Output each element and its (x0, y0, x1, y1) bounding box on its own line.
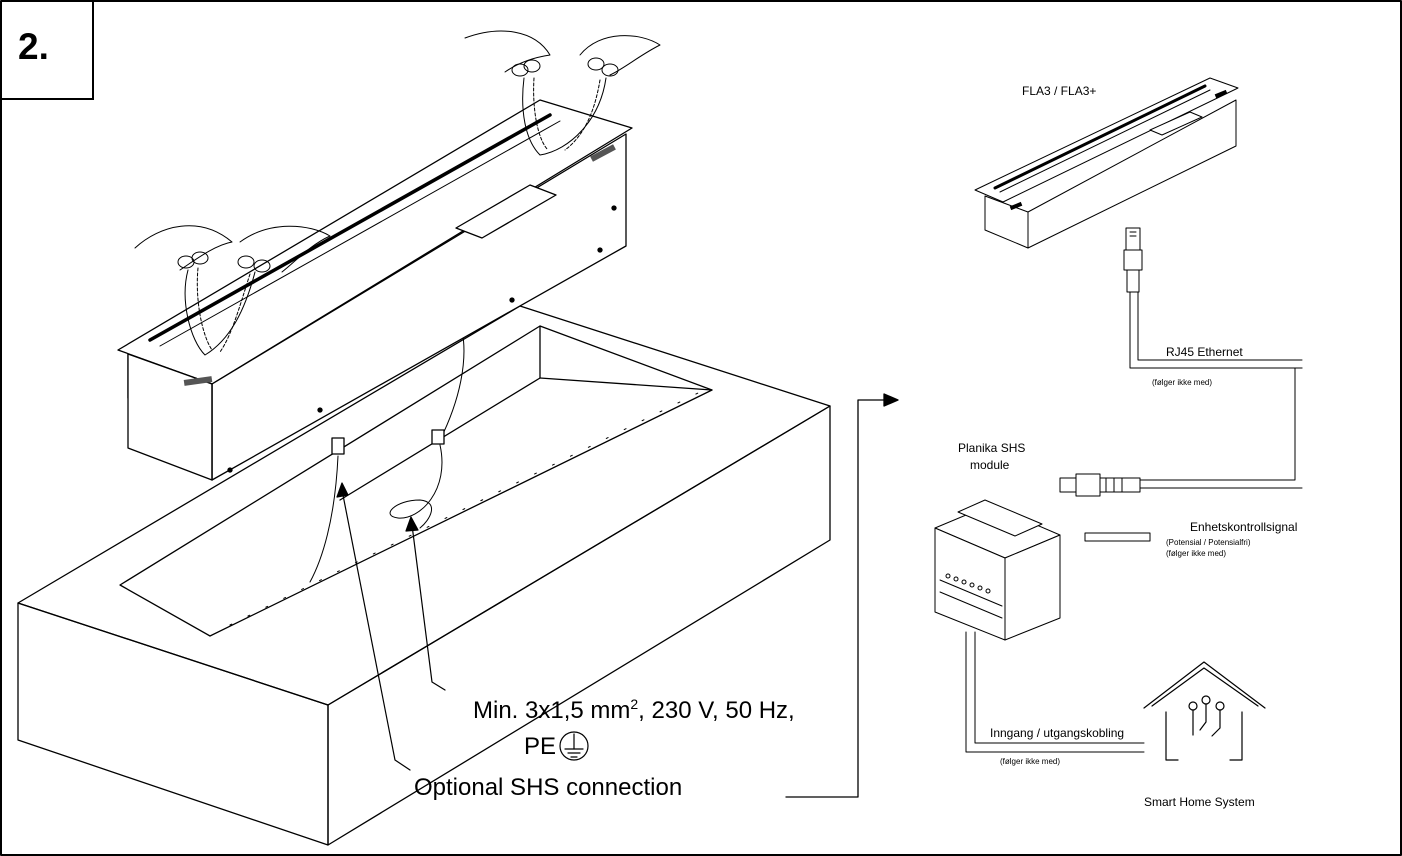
enclosure-box (17, 305, 831, 846)
smart-home-icon (1143, 661, 1266, 761)
optional-shs-label: Optional SHS connection (414, 774, 683, 801)
shs-module (934, 499, 1061, 641)
control-signal-sub-label: (Potensial / Potensialfri) (1166, 538, 1251, 547)
arrow-icon (785, 393, 899, 798)
not-included-control: (følger ikke med) (1166, 549, 1227, 558)
io-cable (965, 631, 1145, 753)
not-included-io: (følger ikke med) (1000, 757, 1061, 766)
not-included-rj45: (følger ikke med) (1152, 378, 1213, 387)
control-signal-label: Enhetskontrollsignal (1190, 520, 1298, 534)
rj45-label: RJ45 Ethernet (1166, 345, 1243, 359)
rj45-cable-down (1139, 367, 1303, 489)
step-box: 2. (0, 0, 94, 100)
power-spec-line1: Min. 3x1,5 mm2, 230 V, 50 Hz, (473, 696, 795, 724)
rj45-connector-icon (1123, 227, 1143, 293)
smart-home-label: Smart Home System (1144, 795, 1255, 809)
hand-icon (134, 30, 661, 356)
fla3-burner (974, 77, 1239, 249)
rj45-connector-icon (1059, 473, 1141, 497)
fla3-label: FLA3 / FLA3+ (1022, 84, 1097, 98)
step-number: 2. (18, 26, 49, 67)
leader-lines (336, 482, 446, 771)
burner-insert (117, 99, 633, 481)
shs-module-label-line1: Planika SHS (958, 441, 1026, 455)
control-signal-bar (1084, 532, 1151, 542)
ground-symbol-icon (559, 731, 589, 761)
power-spec-line2: PE (524, 733, 557, 760)
rj45-cable (1129, 291, 1303, 369)
shs-module-label-line2: module (970, 458, 1010, 472)
io-connection-label: Inngang / utgangskobling (990, 726, 1125, 740)
